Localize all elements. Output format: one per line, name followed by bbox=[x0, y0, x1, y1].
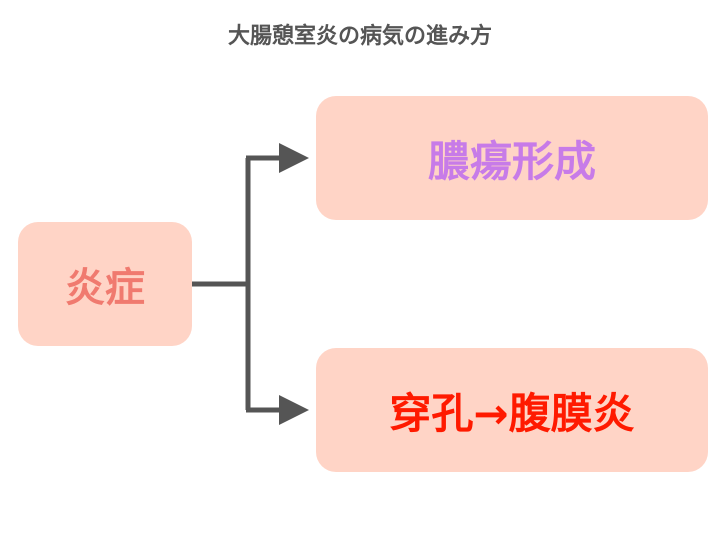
node-abscess-formation-label: 膿瘍形成 bbox=[427, 136, 596, 186]
diagram-title: 大腸憩室炎の病気の進み方 bbox=[227, 24, 492, 49]
node-abscess-formation: 膿瘍形成 bbox=[316, 96, 708, 220]
node-perforation-peritonitis-label: 穿孔→腹膜炎 bbox=[389, 388, 635, 438]
node-inflammation-label: 炎症 bbox=[65, 265, 145, 311]
node-inflammation: 炎症 bbox=[18, 222, 192, 346]
node-perforation-peritonitis: 穿孔→腹膜炎 bbox=[316, 348, 708, 472]
